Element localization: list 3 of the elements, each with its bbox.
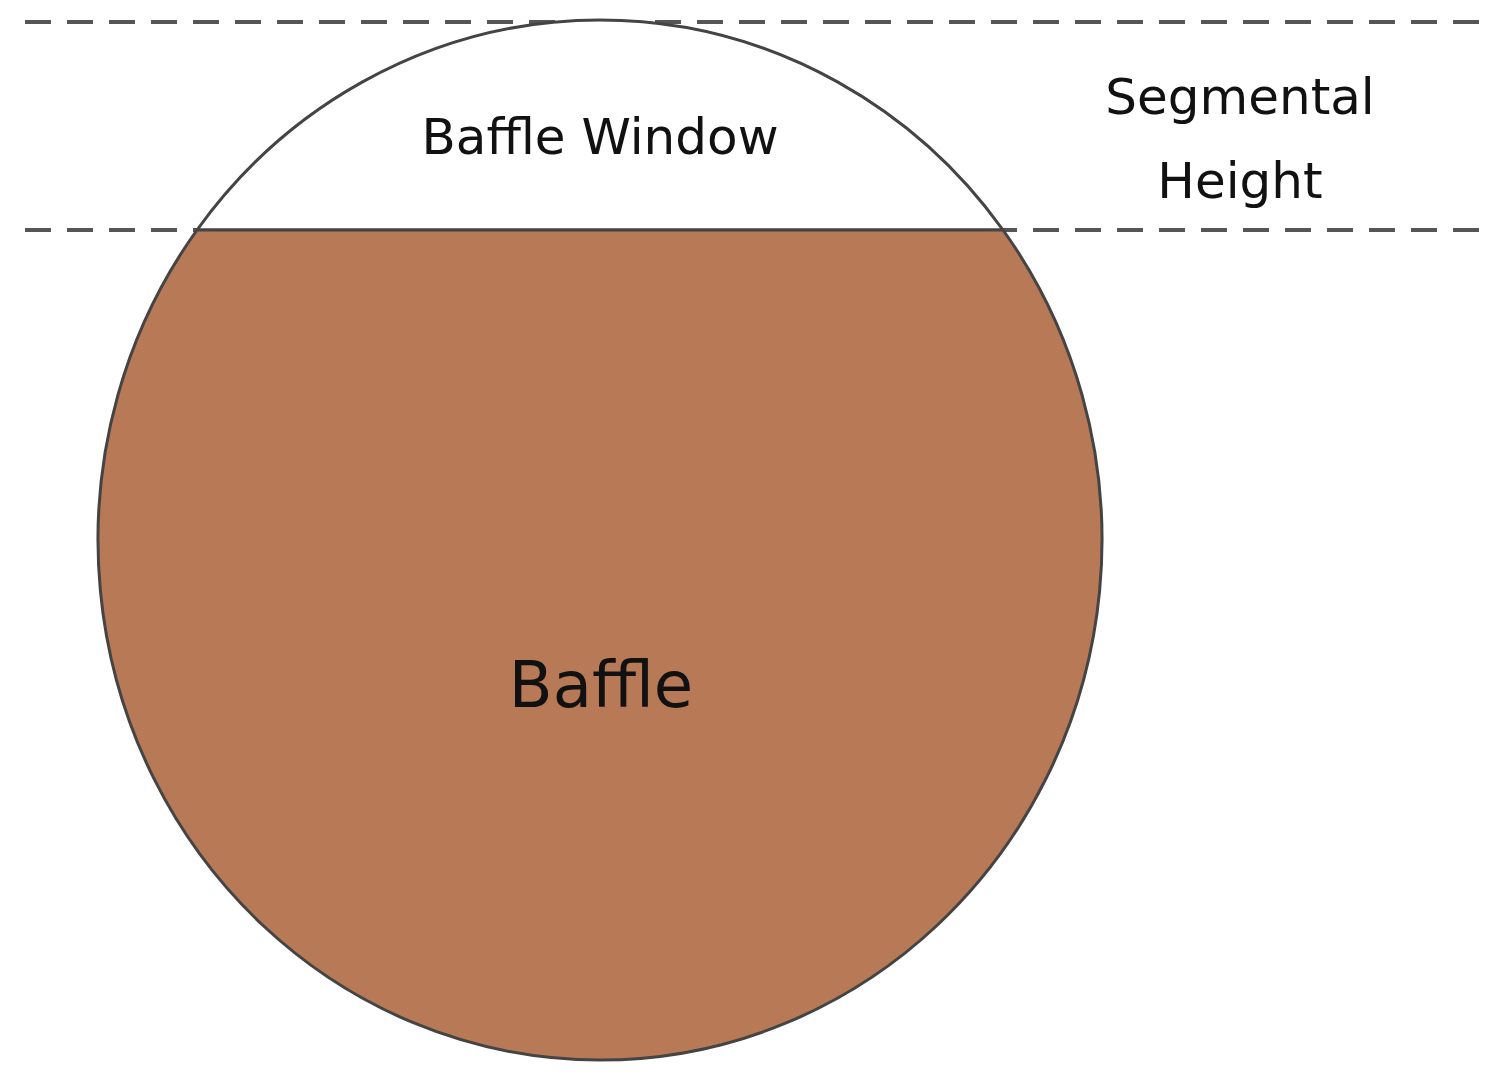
dimension-label: Segmental Height — [1104, 67, 1376, 212]
baffle-label: Baffle — [507, 648, 695, 722]
segment-label: Baffle Window — [420, 108, 780, 166]
